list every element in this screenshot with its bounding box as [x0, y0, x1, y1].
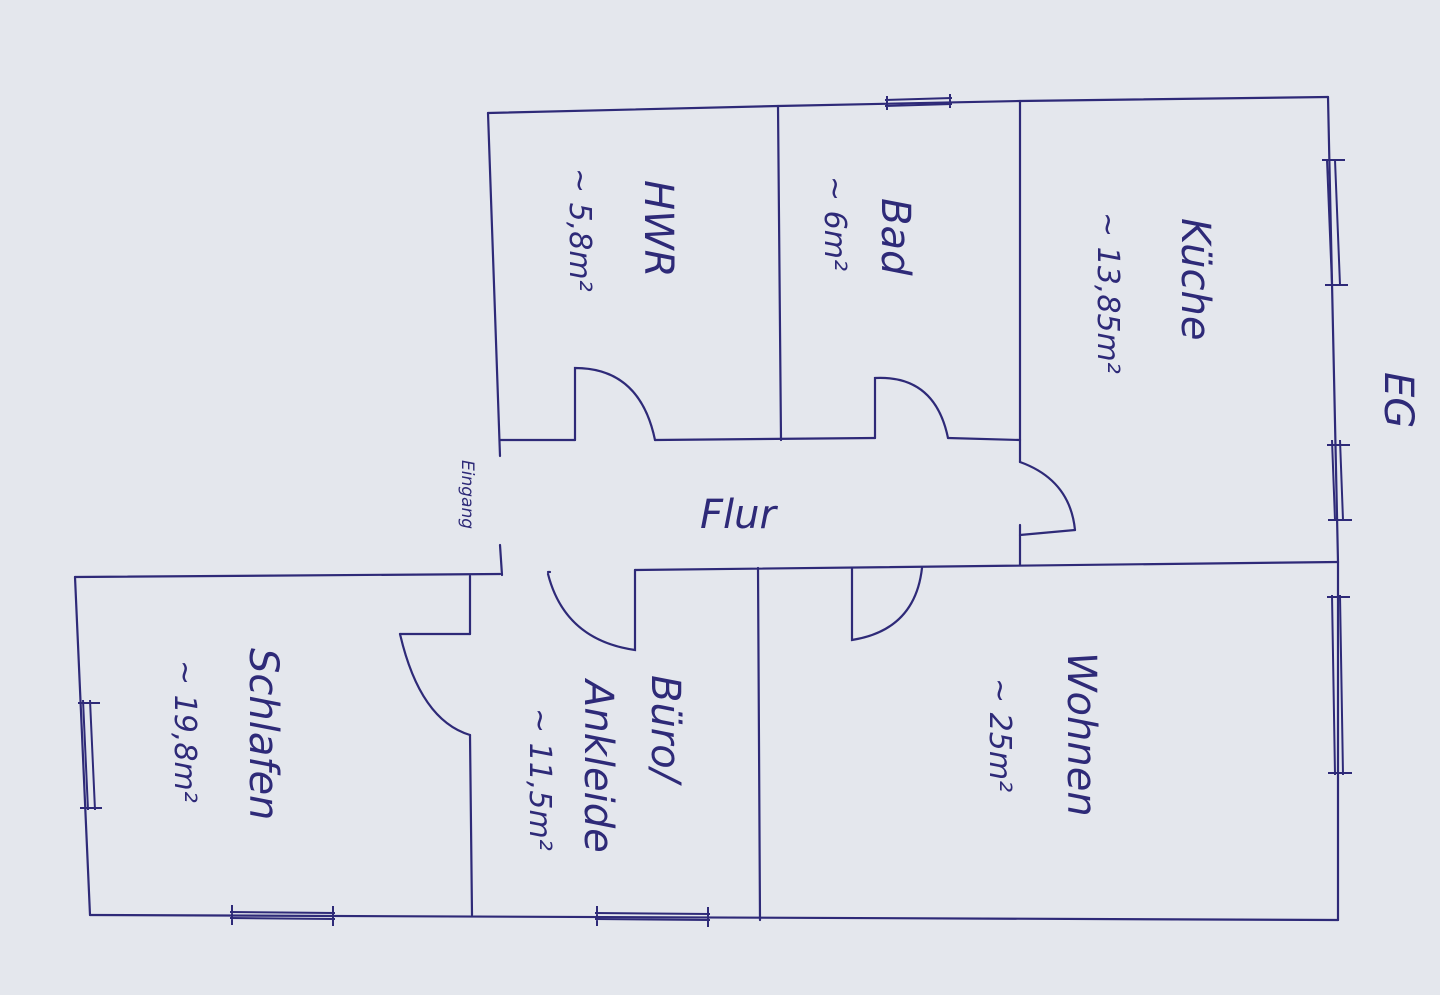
- buero-area: ~ 11,5m²: [522, 708, 557, 851]
- room-hwr: HWR ~ 5,8m²: [562, 168, 681, 292]
- buero-name-2: Ankleide: [575, 677, 621, 853]
- hwr-area: ~ 5,8m²: [562, 168, 597, 292]
- schlafen-area: ~ 19,8m²: [167, 660, 202, 803]
- bad-name: Bad: [872, 198, 918, 276]
- room-wohnen: Wohnen ~ 25m²: [982, 652, 1104, 817]
- wohnen-area: ~ 25m²: [982, 678, 1017, 792]
- buero-name: Büro/: [642, 675, 688, 787]
- floor-label-text: EG: [1375, 372, 1421, 428]
- room-flur: Flur: [700, 492, 778, 538]
- room-schlafen: Schlafen ~ 19,8m²: [167, 648, 286, 820]
- entrance-label: Eingang: [457, 460, 477, 529]
- wohnen-name: Wohnen: [1058, 652, 1104, 817]
- upper-windows: [884, 94, 1352, 521]
- room-buero: Büro/ Ankleide ~ 11,5m²: [522, 675, 688, 853]
- entrance: Eingang: [457, 460, 477, 529]
- upper-doors: [573, 366, 1077, 532]
- lower-block-walls: [73, 543, 1340, 922]
- hwr-name: HWR: [635, 180, 681, 277]
- floor-label: EG: [1375, 372, 1421, 428]
- lower-doors: [398, 566, 924, 737]
- lower-windows: [78, 594, 1352, 927]
- kueche-area: ~ 13,85m²: [1090, 212, 1125, 374]
- upper-block-walls: [486, 95, 1340, 567]
- kueche-name: Küche: [1172, 218, 1218, 340]
- room-bad: Bad ~ 6m²: [817, 176, 918, 276]
- schlafen-name: Schlafen: [240, 648, 286, 820]
- room-kueche: Küche ~ 13,85m²: [1090, 212, 1218, 374]
- bad-area: ~ 6m²: [817, 176, 852, 271]
- flur-name: Flur: [700, 492, 778, 538]
